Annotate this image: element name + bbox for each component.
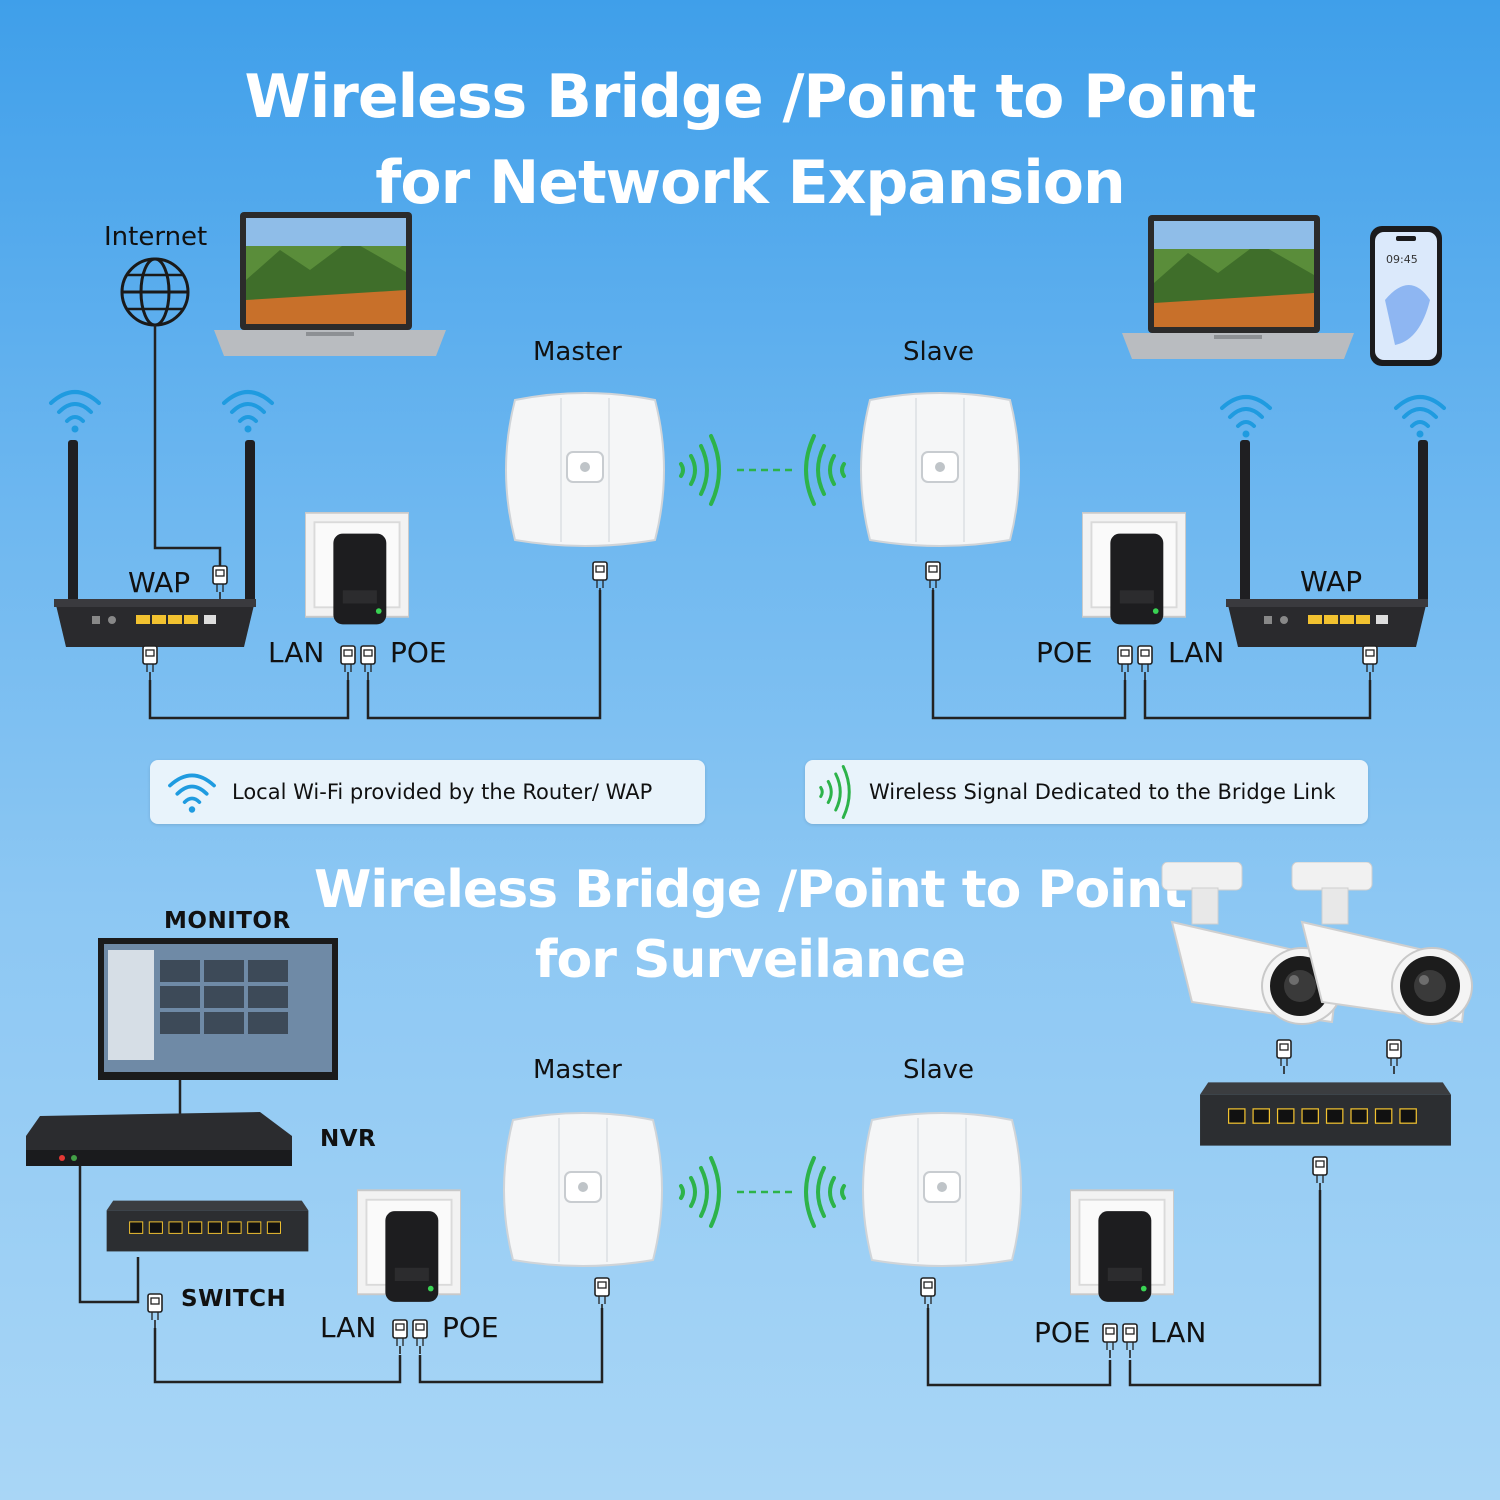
signal-left-icon — [804, 434, 846, 506]
internet-cable — [153, 325, 222, 566]
slave-dish — [860, 392, 1020, 547]
nvr-label: NVR — [320, 1126, 377, 1152]
smartphone — [1370, 226, 1442, 366]
slave-dish-bottom — [862, 1112, 1022, 1267]
phone-time: 09:45 — [1386, 253, 1418, 266]
lan-label-left-bottom: LAN — [320, 1311, 377, 1344]
lan-label-right-bottom: LAN — [1150, 1316, 1207, 1349]
poe-label-right-bottom: POE — [1034, 1316, 1091, 1349]
monitor — [98, 938, 338, 1080]
poe-injector-left — [305, 512, 409, 626]
wap-label-left: WAP — [128, 566, 191, 599]
globe-icon — [120, 257, 190, 327]
slave-label: Slave — [903, 337, 975, 367]
top-title-line2: for Network Expansion — [375, 148, 1125, 218]
top-title-line1: Wireless Bridge /Point to Point — [244, 62, 1257, 132]
router-right — [1226, 440, 1428, 647]
poe-injector-right — [1082, 512, 1186, 626]
switch-left — [106, 1200, 309, 1252]
wifi-icon — [49, 390, 101, 435]
switch-label: SWITCH — [181, 1286, 287, 1312]
rj45-icon — [1276, 1039, 1292, 1074]
poe-injector-right-bottom — [1070, 1189, 1174, 1303]
poe-label-left: POE — [390, 636, 447, 669]
bottom-title-line1: Wireless Bridge /Point to Point — [314, 860, 1187, 920]
bottom-title-line2: for Surveilance — [534, 930, 966, 990]
legend-bridge: Wireless Signal Dedicated to the Bridge … — [805, 760, 1368, 824]
rj45-icon — [925, 561, 941, 596]
laptop-left — [214, 212, 446, 356]
rj45-icon — [920, 1277, 936, 1312]
rj45-icon — [340, 645, 356, 680]
rj45-icon — [1122, 1323, 1138, 1358]
rj45-icon — [1312, 1156, 1328, 1191]
slave-label-bottom: Slave — [903, 1055, 975, 1085]
wifi-icon — [1220, 395, 1272, 440]
rj45-icon — [592, 561, 608, 596]
rj45-icon — [1386, 1039, 1402, 1074]
legend-wifi-text: Local Wi-Fi provided by the Router/ WAP — [232, 780, 653, 804]
rj45-icon — [1362, 645, 1378, 680]
lan-label-right: LAN — [1168, 636, 1225, 669]
master-dish — [505, 392, 665, 547]
top-wiring — [148, 590, 1372, 720]
rj45-icon — [1137, 645, 1153, 680]
rj45-icon — [412, 1319, 428, 1354]
wifi-icon — [222, 390, 274, 435]
internet-label: Internet — [104, 222, 208, 252]
rj45-icon — [360, 645, 376, 680]
lan-label-left: LAN — [268, 636, 325, 669]
master-label: Master — [533, 337, 622, 367]
signal-left-icon — [804, 1156, 846, 1228]
rj45-icon — [392, 1319, 408, 1354]
master-dish-bottom — [503, 1112, 663, 1267]
poe-label-right: POE — [1036, 636, 1093, 669]
rj45-icon — [594, 1277, 610, 1312]
monitor-label: MONITOR — [164, 908, 291, 934]
signal-right-icon — [679, 434, 721, 506]
rj45-icon — [212, 565, 228, 600]
rj45-icon — [147, 1293, 163, 1328]
rj45-icon — [1117, 645, 1133, 680]
legend-wifi: Local Wi-Fi provided by the Router/ WAP — [150, 760, 705, 824]
rj45-icon — [1102, 1323, 1118, 1358]
poe-label-left-bottom: POE — [442, 1311, 499, 1344]
rj45-icon — [142, 645, 158, 680]
signal-right-icon — [679, 1156, 721, 1228]
wap-label-right: WAP — [1300, 565, 1363, 598]
switch-right — [1199, 1081, 1452, 1147]
laptop-right — [1122, 215, 1354, 359]
legend-bridge-text: Wireless Signal Dedicated to the Bridge … — [869, 780, 1336, 804]
nvr — [26, 1112, 292, 1166]
poe-injector-left-bottom — [357, 1189, 461, 1303]
router-left — [54, 440, 256, 647]
wifi-icon — [1394, 395, 1446, 440]
master-label-bottom: Master — [533, 1055, 622, 1085]
signal-right-icon — [819, 765, 851, 819]
bottom-wiring — [78, 1166, 1322, 1387]
wifi-icon — [168, 773, 216, 815]
